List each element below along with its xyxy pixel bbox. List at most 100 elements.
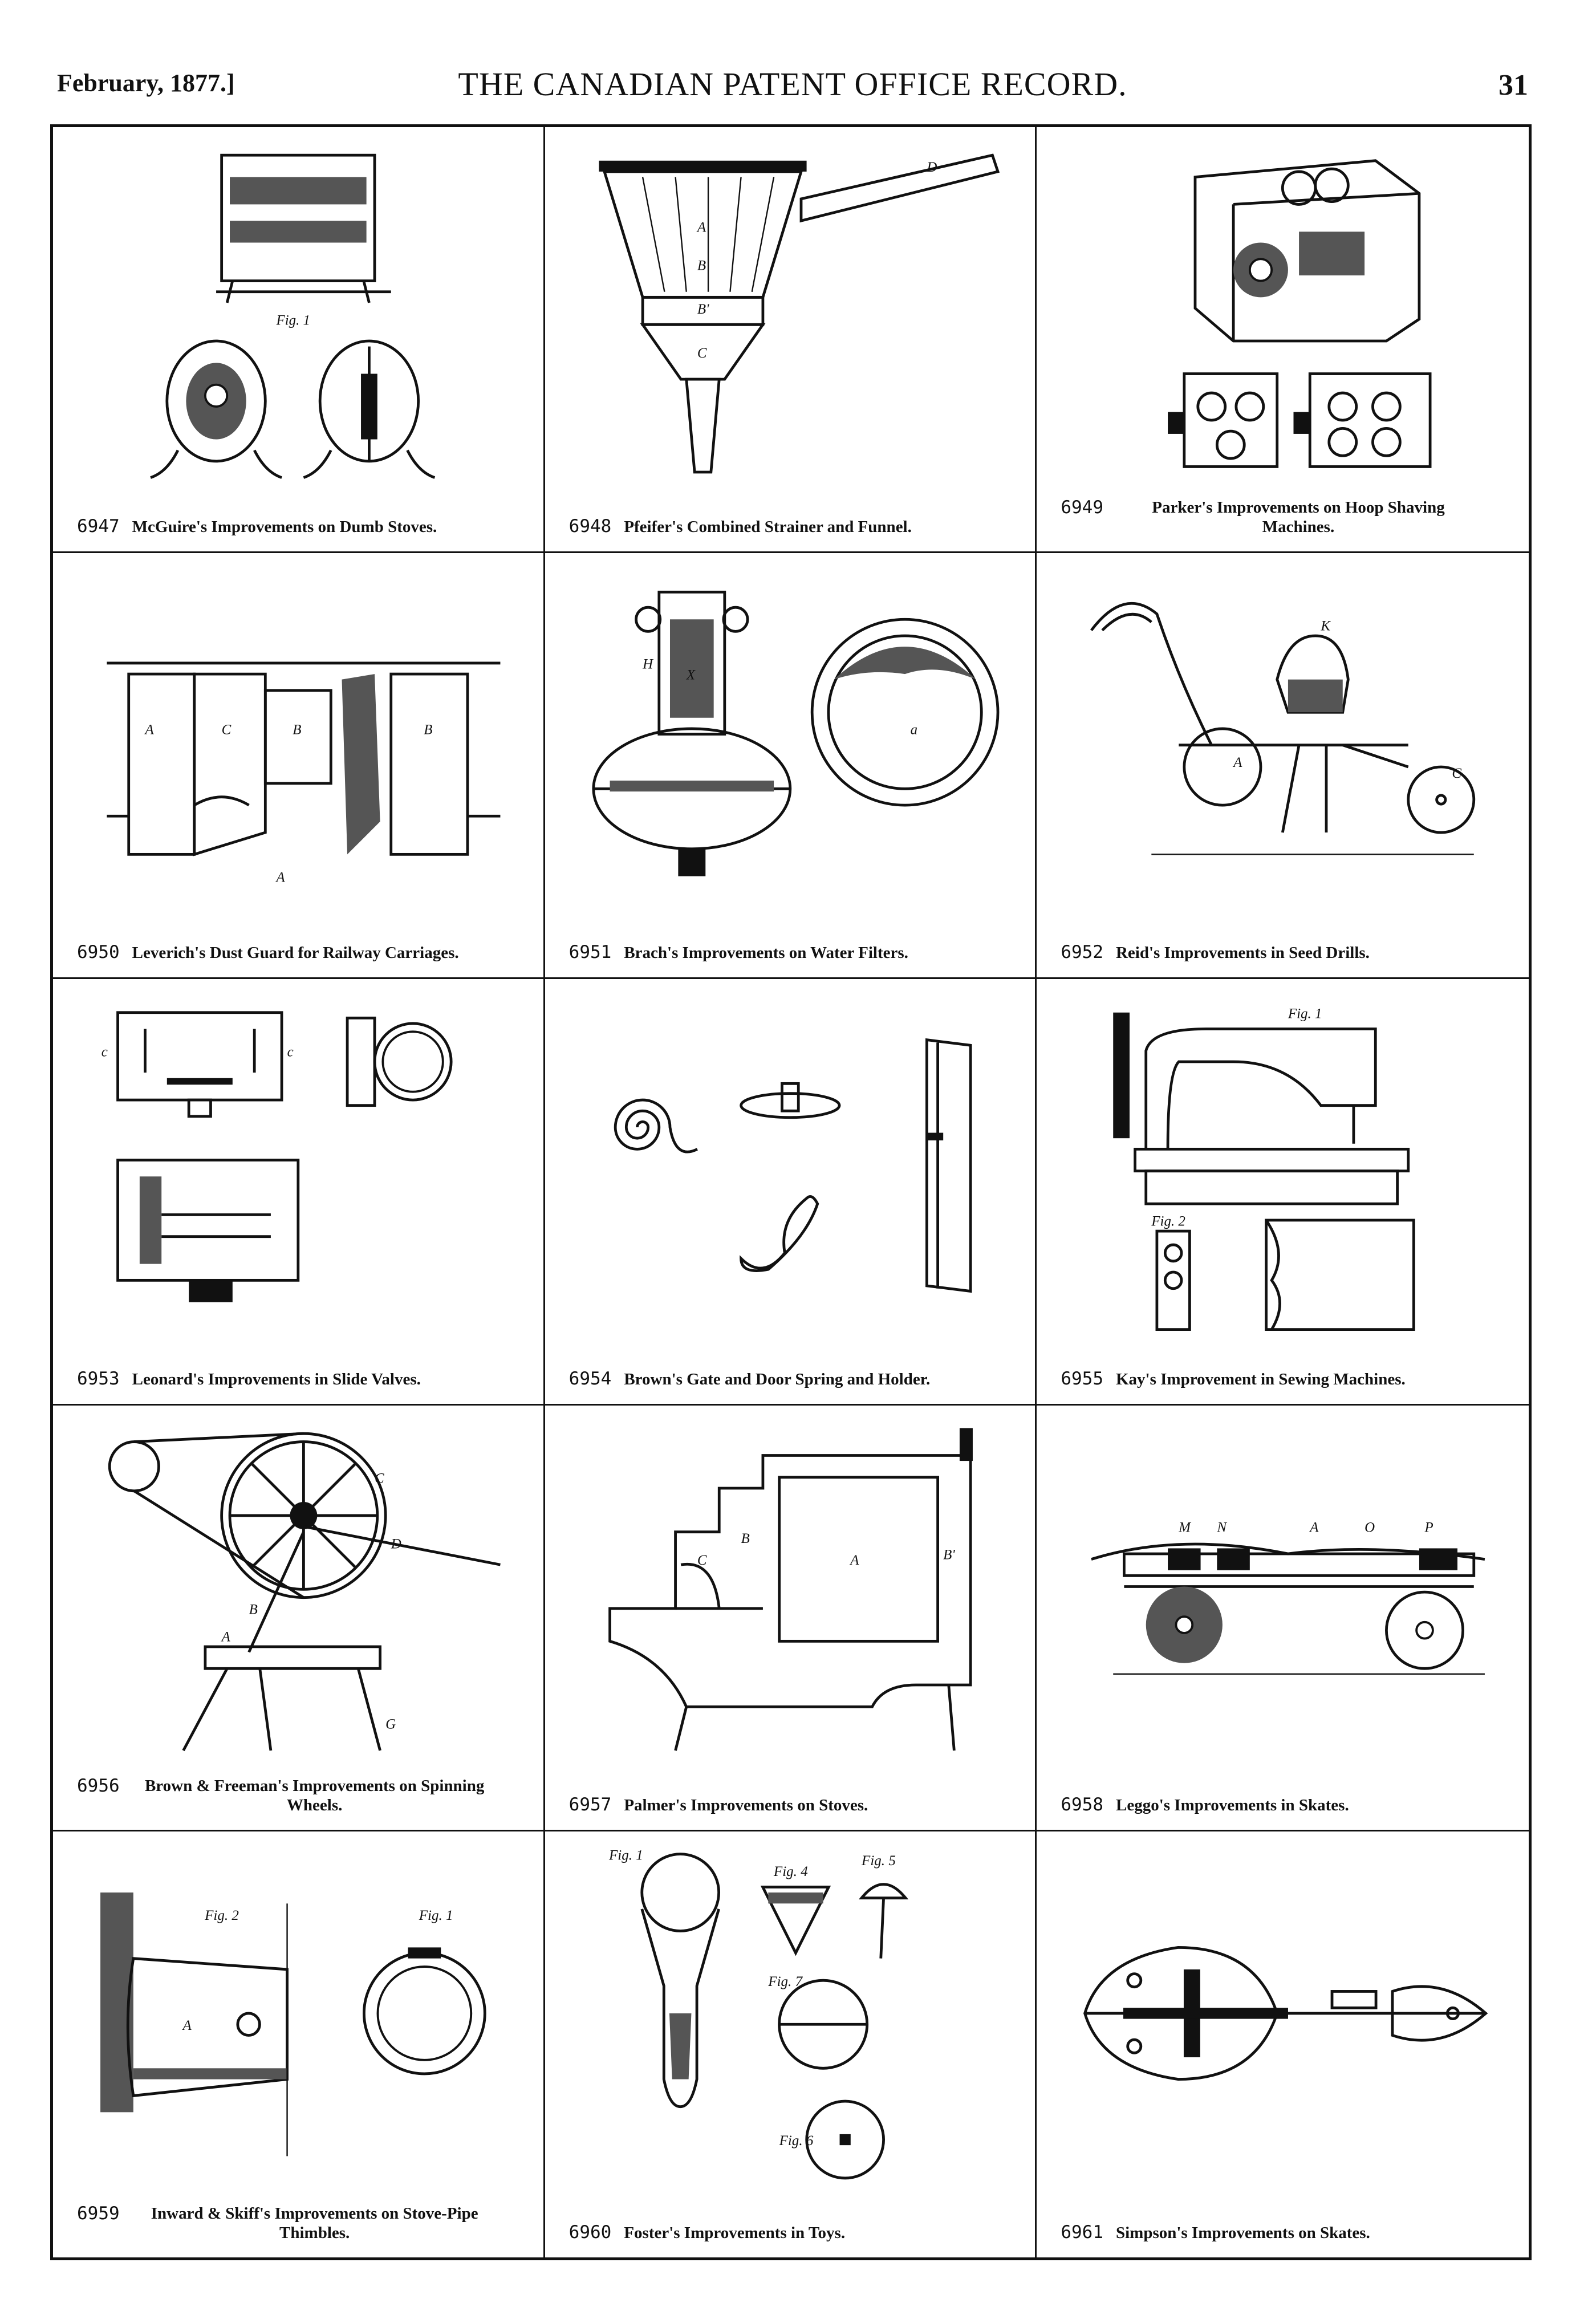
svg-text:c: c: [287, 1045, 294, 1060]
svg-text:B': B': [943, 1547, 955, 1562]
svg-text:B: B: [741, 1530, 749, 1546]
patent-number: 6947: [77, 516, 120, 537]
svg-text:Fig. 1: Fig. 1: [1288, 1006, 1322, 1022]
patent-caption: 6956 Brown & Freeman's Improvements on Sp…: [77, 1776, 526, 1815]
patent-drawing: A B B' C D: [568, 144, 1013, 483]
patent-title: Brown's Gate and Door Spring and Holder.: [624, 1370, 931, 1388]
svg-text:C: C: [697, 346, 707, 361]
patent-figure-grid: Fig. 1 6947 McGuire's Improvements on Dum…: [50, 124, 1532, 2260]
svg-text:C: C: [697, 1553, 707, 1568]
patent-number: 6955: [1061, 1368, 1103, 1389]
svg-text:A: A: [275, 870, 285, 885]
patent-caption: 6960 Foster's Improvements in Toys.: [569, 2223, 1018, 2243]
patent-number: 6958: [1061, 1794, 1103, 1815]
patent-number: 6952: [1061, 942, 1103, 963]
svg-text:Fig. 7: Fig. 7: [767, 1974, 803, 1989]
patent-number: 6949: [1061, 497, 1103, 518]
patent-drawing: Fig. 2 Fig. 1 A: [76, 1849, 521, 2189]
patent-drawing: [1059, 1849, 1506, 2189]
patent-title: Foster's Improvements in Toys.: [624, 2224, 846, 2242]
svg-text:A: A: [144, 722, 154, 738]
patent-caption: 6949 Parker's Improvements on Hoop Shavin…: [1061, 498, 1512, 537]
svg-text:Fig. 4: Fig. 4: [773, 1864, 808, 1879]
svg-text:C: C: [222, 722, 232, 738]
svg-text:G: G: [385, 1716, 396, 1732]
svg-text:D: D: [391, 1536, 401, 1552]
patent-entry: 6949 Parker's Improvements on Hoop Shavin…: [1037, 127, 1529, 554]
svg-text:A: A: [696, 220, 706, 235]
patent-number: 6961: [1061, 2222, 1103, 2243]
svg-text:Fig. 1: Fig. 1: [608, 1849, 643, 1863]
patent-number: 6951: [568, 942, 612, 963]
patent-entry: 6961 Simpson's Improvements on Skates.: [1037, 1831, 1529, 2257]
svg-text:Fig. 2: Fig. 2: [204, 1908, 239, 1923]
svg-text:A: A: [182, 2018, 192, 2033]
svg-text:P: P: [1424, 1520, 1433, 1535]
patent-entry: Fig. 1 6947 McGuire's Improvements on Dum…: [53, 127, 545, 554]
patent-caption: 6961 Simpson's Improvements on Skates.: [1061, 2223, 1512, 2243]
patent-title: Pfeifer's Combined Strainer and Funnel.: [624, 518, 912, 537]
svg-text:O: O: [1364, 1520, 1375, 1535]
svg-text:K: K: [1321, 619, 1331, 634]
svg-text:H: H: [642, 657, 654, 672]
patent-entry: Fig. 1 Fig. 4 Fig. 5 Fig. 7 Fig. 6 6960 Fost…: [545, 1831, 1037, 2257]
patent-drawing: [568, 996, 1013, 1335]
svg-text:N: N: [1217, 1520, 1228, 1535]
patent-title: Simpson's Improvements on Skates.: [1115, 2224, 1370, 2242]
svg-text:C: C: [1452, 766, 1462, 781]
patent-caption: 6952 Reid's Improvements in Seed Drills.: [1061, 943, 1512, 962]
svg-text:B': B': [697, 302, 709, 317]
svg-text:B: B: [249, 1602, 258, 1617]
patent-drawing: A C B B A: [76, 570, 521, 909]
svg-text:X: X: [685, 668, 696, 683]
svg-text:B: B: [697, 258, 706, 273]
patent-caption: 6951 Brach's Improvements on Water Filter…: [569, 943, 1018, 962]
publication-title: THE CANADIAN PATENT OFFICE RECORD.: [458, 66, 1127, 103]
svg-text:Fig. 5: Fig. 5: [861, 1853, 896, 1869]
patent-number: 6957: [568, 1794, 612, 1815]
patent-title: Leggo's Improvements in Skates.: [1115, 1796, 1349, 1814]
patent-caption: 6947 McGuire's Improvements on Dumb Stove…: [77, 517, 526, 537]
svg-text:B: B: [293, 722, 301, 738]
patent-number: 6950: [77, 942, 120, 963]
patent-title: Parker's Improvements on Hoop Shaving Ma…: [1152, 498, 1445, 537]
issue-date: February, 1877.]: [57, 69, 235, 97]
svg-text:Fig. 1: Fig. 1: [419, 1908, 453, 1923]
patent-drawing: K A C: [1059, 570, 1506, 909]
page-header: February, 1877.] THE CANADIAN PATENT OFF…: [57, 66, 1528, 120]
patent-title: Reid's Improvements in Seed Drills.: [1115, 944, 1370, 962]
svg-text:Fig. 6: Fig. 6: [778, 2133, 813, 2149]
patent-title: Brach's Improvements on Water Filters.: [624, 944, 908, 962]
patent-title: Kay's Improvement in Sewing Machines.: [1115, 1370, 1406, 1388]
patent-number: 6956: [77, 1775, 120, 1796]
page-number: 31: [1498, 69, 1528, 101]
svg-text:A: A: [1309, 1520, 1319, 1535]
patent-number: 6960: [568, 2222, 612, 2243]
patent-entry: K A C 6952 Reid's Improvements in Seed Dril…: [1037, 553, 1529, 980]
svg-text:Fig. 1: Fig. 1: [275, 312, 310, 328]
patent-number: 6959: [77, 2203, 120, 2224]
patent-caption: 6948 Pfeifer's Combined Strainer and Funn…: [569, 517, 1018, 537]
patent-number: 6953: [77, 1368, 120, 1389]
patent-title: McGuire's Improvements on Dumb Stoves.: [132, 518, 437, 537]
svg-text:A: A: [1232, 755, 1242, 770]
svg-text:B: B: [424, 722, 432, 738]
patent-caption: 6957 Palmer's Improvements on Stoves.: [569, 1795, 1018, 1815]
patent-caption: 6958 Leggo's Improvements in Skates.: [1061, 1795, 1512, 1815]
patent-title: Brown & Freeman's Improvements on Spinni…: [144, 1776, 485, 1814]
patent-title: Inward & Skiff's Improvements on Stove-P…: [151, 2204, 478, 2242]
patent-number: 6948: [568, 516, 612, 537]
patent-title: Palmer's Improvements on Stoves.: [624, 1796, 868, 1814]
svg-text:C: C: [375, 1471, 384, 1486]
svg-text:D: D: [926, 160, 937, 175]
patent-entry: Fig. 2 Fig. 1 A 6959 Inward & Skiff's Impro…: [53, 1831, 545, 2257]
